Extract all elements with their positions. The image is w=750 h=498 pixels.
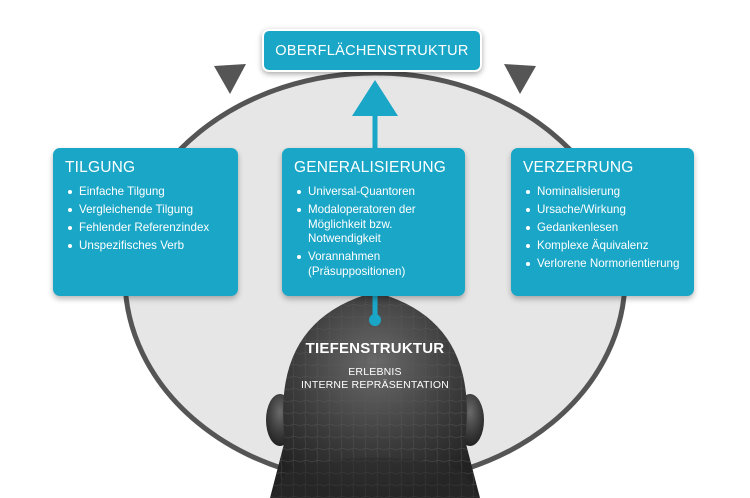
list-item: Modaloperatoren der Möglichkeit bzw. Not… bbox=[297, 203, 455, 247]
list-item: Komplexe Äquivalenz bbox=[526, 239, 684, 254]
generalisierung-list: Universal-Quantoren Modaloperatoren der … bbox=[294, 185, 455, 279]
surface-structure-box: OBERFLÄCHENSTRUKTUR bbox=[262, 29, 482, 72]
list-item: Unspezifisches Verb bbox=[68, 239, 228, 254]
list-item: Ursache/Wirkung bbox=[526, 203, 684, 218]
tilgung-list: Einfache Tilgung Vergleichende Tilgung F… bbox=[65, 185, 228, 254]
central-arrow-origin bbox=[369, 314, 381, 326]
list-item: Universal-Quantoren bbox=[297, 185, 455, 200]
tilgung-box: TILGUNG Einfache Tilgung Vergleichende T… bbox=[53, 148, 238, 296]
deep-structure-label-group: TIEFENSTRUKTUR ERLEBNIS INTERNE REPRÄSEN… bbox=[250, 340, 500, 392]
list-item: Verlorene Normorientierung bbox=[526, 257, 684, 272]
generalisierung-title: GENERALISIERUNG bbox=[294, 159, 447, 176]
verzerrung-list: Nominalisierung Ursache/Wirkung Gedanken… bbox=[523, 185, 684, 272]
left-arrowhead bbox=[214, 64, 246, 94]
deep-structure-title: TIEFENSTRUKTUR bbox=[305, 340, 445, 357]
experience-label: ERLEBNIS bbox=[348, 366, 402, 378]
list-item: Vergleichende Tilgung bbox=[68, 203, 228, 218]
list-item: Vorannahmen (Präsuppositionen) bbox=[297, 250, 455, 279]
tilgung-title: TILGUNG bbox=[65, 159, 136, 176]
list-item: Nominalisierung bbox=[526, 185, 684, 200]
central-arrowhead bbox=[352, 80, 398, 116]
surface-structure-label: OBERFLÄCHENSTRUKTUR bbox=[275, 42, 469, 59]
generalisierung-box: GENERALISIERUNG Universal-Quantoren Moda… bbox=[282, 148, 465, 296]
head-figure bbox=[266, 292, 484, 498]
verzerrung-box: VERZERRUNG Nominalisierung Ursache/Wirku… bbox=[511, 148, 694, 296]
verzerrung-title: VERZERRUNG bbox=[523, 159, 634, 176]
right-arrowhead bbox=[504, 64, 536, 94]
list-item: Gedankenlesen bbox=[526, 221, 684, 236]
list-item: Fehlender Referenzindex bbox=[68, 221, 228, 236]
internal-representation-label: INTERNE REPRÄSENTATION bbox=[300, 379, 450, 391]
list-item: Einfache Tilgung bbox=[68, 185, 228, 200]
